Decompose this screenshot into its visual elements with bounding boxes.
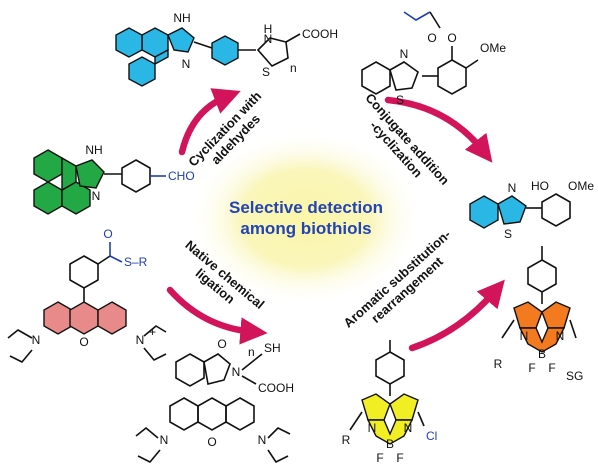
molecule-benzothiazole-acrylate: O O OMe N S <box>361 11 506 107</box>
atom-ome-top: OMe <box>480 41 506 55</box>
molecule-phenanthroimidazole-aldehyde: NH N CHO <box>33 143 195 215</box>
atom-n-left: N <box>92 189 101 203</box>
atom-b-bodipy-orange: B <box>538 347 546 361</box>
atom-sg: SG <box>566 369 583 383</box>
arrow-cyclization <box>178 88 241 156</box>
atom-n-bodipy-orange-left: N <box>520 329 529 343</box>
atom-f1-bodipy-yellow: F <box>376 451 383 465</box>
atom-s-thiazolidine: S <box>262 65 270 79</box>
atom-o-xanthene-left: O <box>79 335 88 349</box>
atom-o-ester: O <box>447 31 456 45</box>
atom-nh-top: NH <box>173 11 190 25</box>
atom-f1-bodipy-orange: F <box>528 361 535 375</box>
atom-n-bt-right: N <box>508 181 517 195</box>
atom-n-amine-right: N <box>258 433 267 447</box>
atom-r-bodipy-yellow: R <box>342 433 351 447</box>
molecule-rhodamine-spirolactam: O N n SH COOH O N N <box>135 337 294 463</box>
atom-o-ester-carbonyl: O <box>427 31 436 45</box>
atom-ho: HO <box>531 179 549 193</box>
atom-n-bt-top: N <box>400 47 409 61</box>
molecule-bodipy-glutathione: N N B F F R SG <box>494 246 583 383</box>
atom-plus-charge: + <box>149 325 156 339</box>
atom-ome-right: OMe <box>568 179 594 193</box>
atom-o-thioester: O <box>103 227 112 241</box>
atom-n-bodipy-yellow-left: N <box>368 421 377 435</box>
atom-s-bt-top: S <box>396 93 404 107</box>
atom-cooh-bottom: COOH <box>258 381 294 395</box>
atom-n-subscript-top: n <box>290 61 297 75</box>
atom-n-subscript-bottom: n <box>248 345 255 359</box>
atom-nh-left: NH <box>85 143 102 157</box>
atom-h-thiazolidine: H <box>264 22 273 36</box>
atom-cl: Cl <box>426 429 437 443</box>
arrow-aromatic <box>408 279 505 352</box>
atom-n-plus-rhodamine: N <box>136 333 145 347</box>
atom-r-bodipy-orange: R <box>494 357 503 371</box>
atom-f2-bodipy-yellow: F <box>396 451 403 465</box>
atom-cooh-top: COOH <box>302 27 338 41</box>
molecule-bodipy-chloro: N N B F F R Cl <box>342 340 437 465</box>
center-title-line1: Selective detection <box>229 198 383 217</box>
atom-b-bodipy-yellow: B <box>386 437 394 451</box>
molecule-rhodamine-thioester: O S–R O N N + <box>7 227 167 363</box>
arrow-conjugate <box>384 96 493 163</box>
molecule-benzothiazole-phenol: N S HO OMe <box>469 179 594 241</box>
center-glow <box>188 130 424 306</box>
molecule-phenanthroimidazole-thiazolidine: NH N H N S COOH n <box>115 11 338 87</box>
center-title-line2: among biothiols <box>240 219 371 238</box>
atom-n-amine-left: N <box>160 433 169 447</box>
atom-n-top: N <box>182 57 191 71</box>
atom-cho: CHO <box>168 169 195 183</box>
atom-s-bt-right: S <box>504 227 512 241</box>
atom-sh: SH <box>264 341 281 355</box>
arrow-native-ligation <box>166 286 268 345</box>
atom-n-rhodamine-left: N <box>32 333 41 347</box>
atom-n-bodipy-orange-right: N <box>556 329 565 343</box>
atom-f2-bodipy-orange: F <box>548 361 555 375</box>
atom-n-thiazolidine: N <box>264 32 273 46</box>
atom-s-r: S–R <box>124 255 148 269</box>
atom-o-lactam: O <box>217 337 226 351</box>
atom-n-bodipy-yellow-right: N <box>404 421 413 435</box>
atom-n-lactam: N <box>232 365 241 379</box>
atom-o-xanthene-bottom: O <box>207 435 216 449</box>
